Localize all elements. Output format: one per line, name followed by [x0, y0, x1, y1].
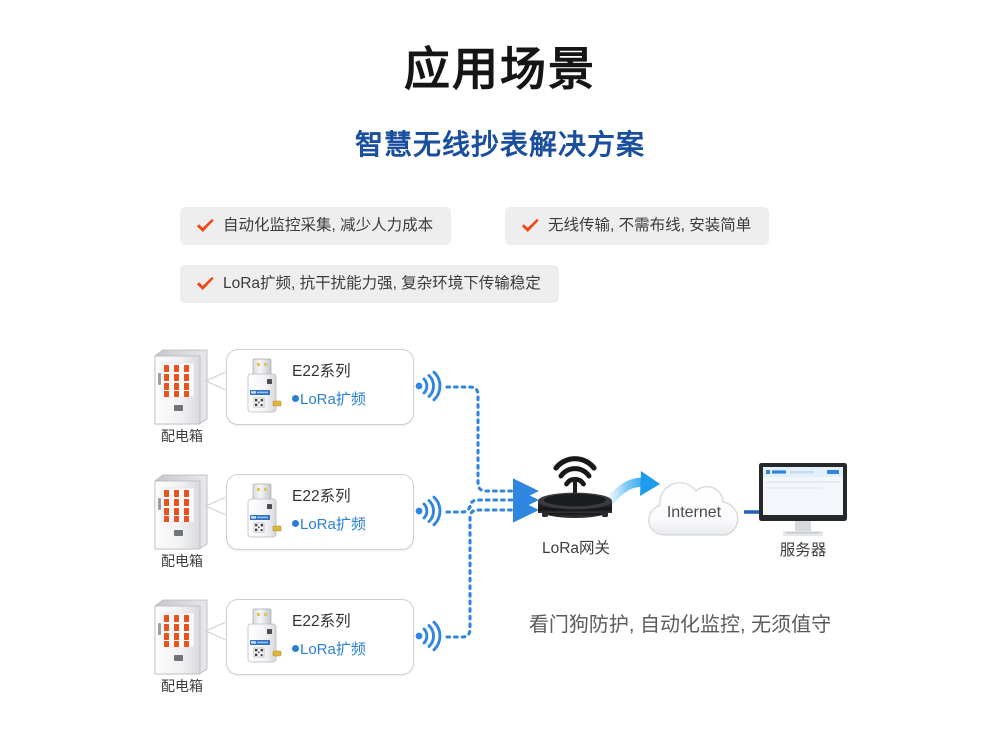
lora-gateway-router-icon: [538, 456, 612, 518]
check-icon: [196, 276, 214, 291]
distribution-box-icon: [154, 599, 208, 675]
wireless-signal-icon: [415, 495, 442, 527]
check-icon: [521, 218, 539, 233]
bullet-dot: [292, 645, 299, 652]
bullet-dot: [292, 520, 299, 527]
device-feature: LoRa扩频: [300, 391, 366, 408]
device-title: E22系列: [292, 363, 351, 380]
cabinet-label: 配电箱: [161, 678, 203, 694]
node-row: 配电箱 E22系列 LoRa扩频: [0, 468, 442, 578]
wireless-signal-icon: [415, 370, 442, 402]
cabinet-label: 配电箱: [161, 428, 203, 444]
gateway-label: LoRa网关: [541, 540, 611, 557]
feature-badge: 无线传输, 不需布线, 安装简单: [505, 207, 770, 245]
device-title: E22系列: [292, 613, 351, 630]
device-feature: LoRa扩频: [300, 641, 366, 658]
feature-badge-label: 无线传输, 不需布线, 安装简单: [548, 217, 752, 235]
distribution-box-icon: [154, 349, 208, 425]
feature-badge-label: LoRa扩频, 抗干扰能力强, 复杂环境下传输稳定: [223, 275, 541, 293]
usb-lora-module-icon: [247, 608, 282, 663]
device-title: E22系列: [292, 488, 351, 505]
feature-badge: LoRa扩频, 抗干扰能力强, 复杂环境下传输稳定: [180, 265, 559, 303]
node-row: 配电箱: [0, 343, 442, 453]
page-title: 应用场景: [404, 43, 596, 95]
wireless-signal-icon: [415, 620, 442, 652]
distribution-box-icon: [154, 474, 208, 550]
cloud-icon: [648, 482, 739, 536]
page-subtitle: 智慧无线抄表解决方案: [354, 129, 645, 160]
node-row: 配电箱 E22系列 LoRa扩频: [0, 593, 442, 703]
cloud-label: Internet: [666, 504, 722, 521]
bullet-dot: [292, 395, 299, 402]
feature-badge: 自动化监控采集, 减少人力成本: [180, 207, 452, 245]
usb-lora-module-icon: [247, 483, 282, 538]
device-feature: LoRa扩频: [300, 516, 366, 533]
server-monitor-icon: [759, 463, 847, 536]
check-icon: [196, 218, 214, 233]
feature-badge-label: 自动化监控采集, 减少人力成本: [223, 217, 434, 235]
server-label: 服务器: [779, 542, 827, 559]
cabinet-label: 配电箱: [161, 553, 203, 569]
tagline: 看门狗防护, 自动化监控, 无须值守: [528, 614, 832, 636]
usb-lora-module-icon: [247, 358, 282, 413]
